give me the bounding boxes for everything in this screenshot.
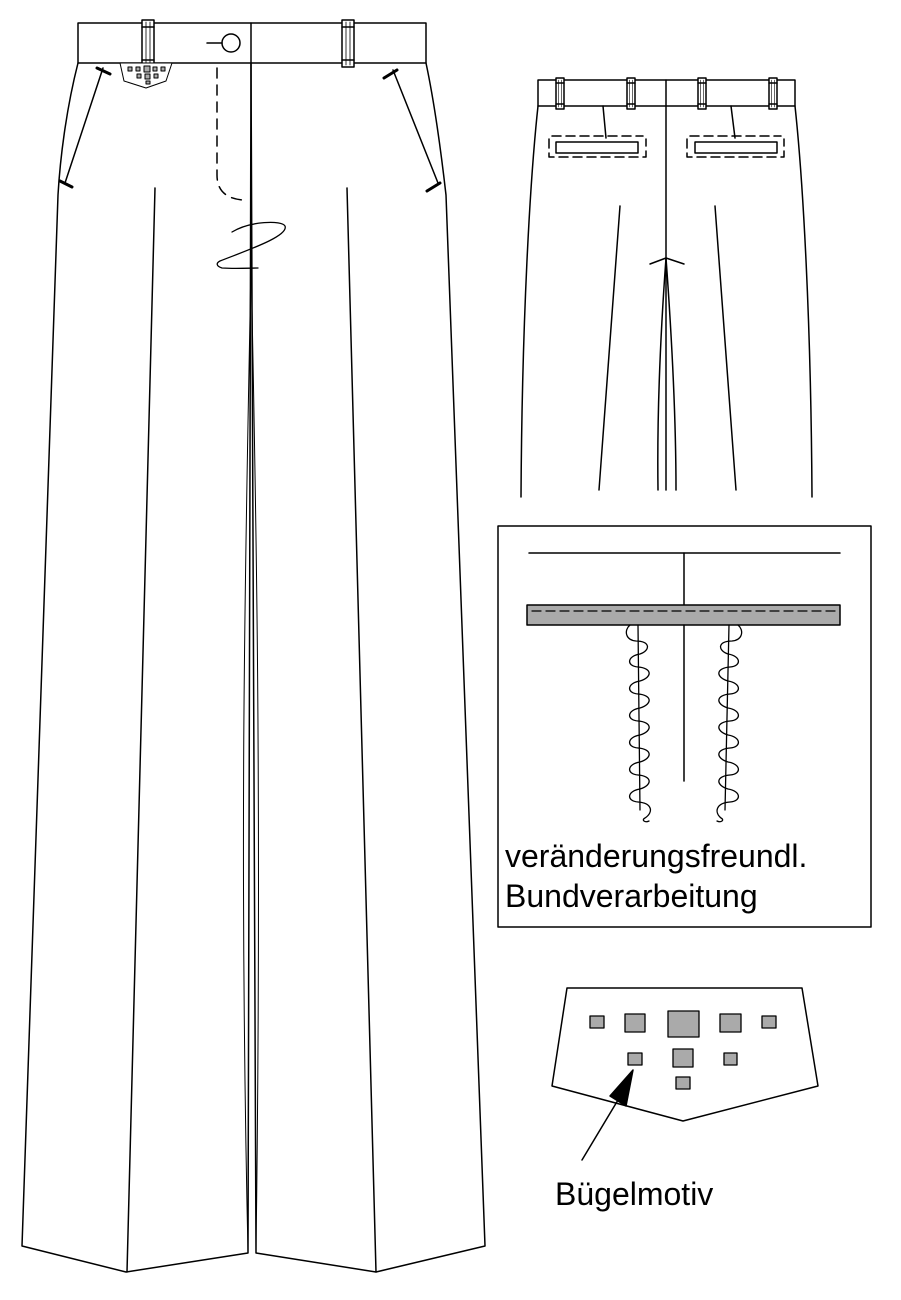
front-belt-loop-left	[141, 19, 155, 68]
waistband-detail-box	[497, 525, 872, 928]
back-inseam-right	[665, 257, 677, 491]
front-right-inseam	[250, 259, 260, 1254]
back-left-crease	[598, 205, 621, 491]
waistband-button	[221, 33, 241, 53]
front-waistband	[77, 22, 427, 64]
back-left-dart	[602, 105, 607, 139]
back-inseam-left	[657, 257, 667, 491]
model-number-handwritten	[216, 221, 286, 270]
detail-waistband-gray	[526, 604, 841, 626]
front-ironon-motif	[119, 62, 173, 89]
back-left-welt-pocket	[548, 135, 647, 158]
back-belt-loop-4	[768, 77, 778, 110]
back-view	[520, 77, 813, 498]
back-right-crease	[714, 205, 737, 491]
back-belt-loop-3	[697, 77, 707, 110]
front-left-crease	[126, 187, 156, 1273]
front-left-pocket	[64, 67, 104, 184]
front-right-leg-outline	[250, 62, 486, 1273]
back-right-dart	[730, 105, 736, 139]
front-left-leg-outline	[21, 62, 252, 1273]
motif-pointer-line	[581, 1099, 619, 1161]
detail-left-serged-seam	[625, 624, 652, 823]
front-left-inseam	[242, 62, 252, 1254]
front-left-pocket-bartack-top	[95, 66, 112, 76]
back-belt-loop-1	[555, 77, 565, 110]
front-right-crease	[346, 187, 377, 1273]
motif-squares	[589, 1010, 777, 1090]
back-right-welt-pocket	[686, 135, 785, 158]
ironon-motif-caption: Bügelmotiv	[555, 1176, 714, 1212]
front-right-pocket-bartack-top	[382, 68, 399, 80]
detail-right-serged-seam	[716, 624, 743, 823]
front-left-pocket-bartack-bottom	[58, 179, 74, 189]
back-left-side-seam	[520, 105, 539, 498]
front-right-pocket-bartack-bottom	[425, 181, 442, 193]
motif-pointer-arrowhead	[609, 1069, 634, 1107]
waistband-detail-caption: veränderungsfreundl. Bundverarbeitung	[505, 836, 807, 916]
fly-topstitch	[216, 67, 244, 201]
ironon-motif-detail	[551, 987, 819, 1161]
front-right-pocket	[392, 69, 439, 184]
waistband-detail-caption-line1: veränderungsfreundl.	[505, 838, 808, 874]
front-view	[21, 19, 486, 1273]
front-belt-loop-right	[341, 19, 355, 68]
back-right-side-seam	[794, 105, 813, 498]
waistband-detail-caption-line2: Bundverarbeitung	[505, 878, 758, 914]
back-belt-loop-2	[626, 77, 636, 110]
